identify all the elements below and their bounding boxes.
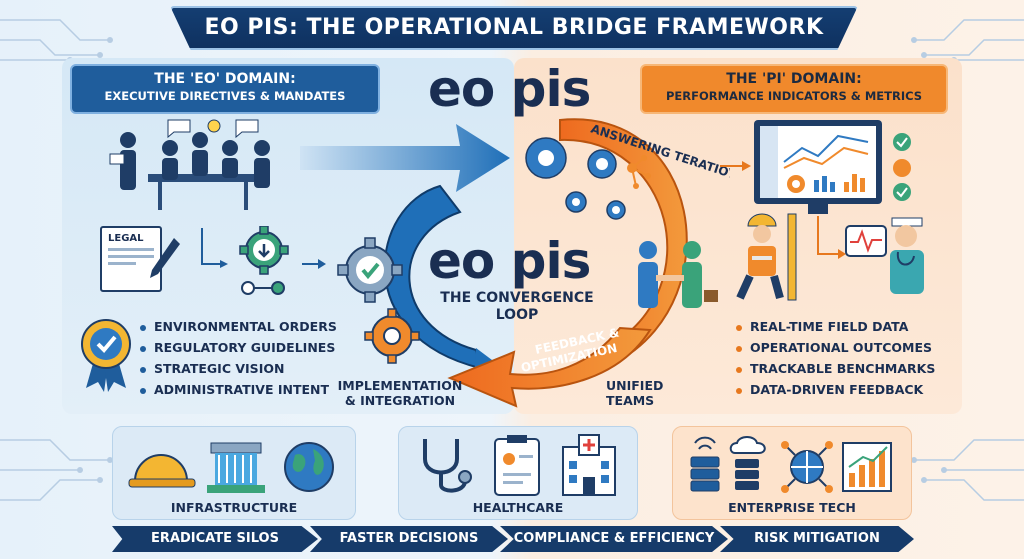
- unified-line-2: TEAMS: [606, 393, 655, 408]
- page-title: EO PIS: THE OPERATIONAL BRIDGE FRAMEWORK: [170, 6, 858, 50]
- eo-domain-subtitle: EXECUTIVE DIRECTIVES & MANDATES: [104, 88, 346, 103]
- footer-step-compliance-efficiency: COMPLIANCE & EFFICIENCY: [500, 526, 728, 552]
- pen-icon: [150, 238, 180, 278]
- list-item: STRATEGIC VISION: [140, 358, 337, 379]
- list-item: ENVIRONMENTAL ORDERS: [140, 316, 337, 337]
- convergence-line-2: LOOP: [495, 306, 539, 323]
- list-item: DATA-DRIVEN FEEDBACK: [736, 379, 935, 400]
- workflow-gear-icon: [239, 226, 289, 295]
- sector-label: ENTERPRISE TECH: [728, 500, 856, 515]
- dashboard-monitor-icon: [754, 120, 882, 214]
- eo-domain-header: THE 'EO' DOMAIN: EXECUTIVE DIRECTIVES & …: [70, 64, 380, 114]
- server-icon: [690, 436, 766, 492]
- sector-enterprise-tech: ENTERPRISE TECH: [672, 426, 912, 520]
- hospital-icon: [562, 434, 616, 496]
- list-item: OPERATIONAL OUTCOMES: [736, 337, 935, 358]
- list-item-label: ENVIRONMENTAL ORDERS: [154, 319, 337, 334]
- field-worker-icon: [736, 213, 797, 301]
- list-item-label: DATA-DRIVEN FEEDBACK: [750, 382, 924, 397]
- clipboard-icon: [494, 435, 540, 496]
- dam-icon: [207, 442, 265, 493]
- handshake-team-icon: [638, 241, 718, 308]
- footer-step-faster-decisions: FASTER DECISIONS: [310, 526, 508, 552]
- pi-domain-subtitle: PERFORMANCE INDICATORS & METRICS: [665, 88, 923, 103]
- list-item-label: REGULATORY GUIDELINES: [154, 340, 336, 355]
- check-gear-icon: [337, 237, 403, 303]
- arrow-down-right-icon: [201, 228, 228, 268]
- chart-icon: [842, 442, 892, 492]
- footer-step-risk-mitigation: RISK MITIGATION: [720, 526, 914, 552]
- unified-teams-label: UNIFIED TEAMS: [606, 378, 716, 408]
- implementation-line-2: & INTEGRATION: [344, 393, 456, 408]
- globe-icon: [284, 442, 334, 492]
- convergence-line-1: THE CONVERGENCE: [440, 290, 594, 306]
- pi-domain-header: THE 'PI' DOMAIN: PERFORMANCE INDICATORS …: [640, 64, 948, 114]
- implementation-label: IMPLEMENTATION & INTEGRATION: [330, 378, 470, 408]
- convergence-loop-label: THE CONVERGENCE LOOP: [422, 290, 612, 324]
- sector-healthcare: HEALTHCARE: [398, 426, 638, 520]
- list-item: TRACKABLE BENCHMARKS: [736, 358, 935, 379]
- award-badge-icon: [81, 319, 131, 392]
- eo-domain-list: ENVIRONMENTAL ORDERS REGULATORY GUIDELIN…: [140, 316, 337, 400]
- network-icon: [781, 441, 833, 493]
- eo-pis-logo-center: eo pis: [428, 232, 591, 290]
- status-checks-icon: [893, 133, 911, 201]
- pi-domain-list: REAL-TIME FIELD DATA OPERATIONAL OUTCOME…: [736, 316, 935, 400]
- healthcare-worker-icon: [845, 217, 924, 294]
- sector-label: HEALTHCARE: [472, 500, 564, 515]
- eo-domain-title: THE 'EO' DOMAIN:: [154, 71, 296, 87]
- arrow-right-small-icon: [302, 259, 326, 269]
- hard-hat-icon: [128, 454, 196, 488]
- list-item-label: TRACKABLE BENCHMARKS: [750, 361, 936, 376]
- arrow-to-dashboard-icon: [720, 161, 751, 171]
- orange-arrow-bottom: [447, 326, 652, 408]
- legal-document-label: LEGAL: [108, 233, 144, 244]
- pi-domain-title: THE 'PI' DOMAIN:: [726, 71, 862, 87]
- list-item-label: REAL-TIME FIELD DATA: [750, 319, 909, 334]
- eo-pis-logo-top: eo pis: [428, 60, 591, 118]
- implementation-line-1: IMPLEMENTATION: [337, 378, 463, 393]
- blue-arrow-top: [300, 124, 510, 192]
- unified-line-1: UNIFIED: [606, 378, 664, 393]
- circuit-decoration-right: [911, 19, 1024, 501]
- pi-domain-panel: [514, 58, 962, 414]
- list-item-label: STRATEGIC VISION: [154, 361, 285, 376]
- list-item-label: ADMINISTRATIVE INTENT: [154, 382, 330, 397]
- list-item: REGULATORY GUIDELINES: [140, 337, 337, 358]
- arrow-down-right-pi-icon: [817, 216, 846, 259]
- gear-cluster-icon: [525, 137, 651, 220]
- list-item: ADMINISTRATIVE INTENT: [140, 379, 337, 400]
- legal-document-icon: LEGAL: [100, 226, 162, 292]
- sector-label: INFRASTRUCTURE: [170, 500, 298, 515]
- meeting-team-icon: [109, 119, 270, 210]
- sector-infrastructure: INFRASTRUCTURE: [112, 426, 356, 520]
- orange-gear-icon: [364, 308, 420, 364]
- list-item-label: OPERATIONAL OUTCOMES: [750, 340, 932, 355]
- footer-step-eradicate-silos: ERADICATE SILOS: [112, 526, 318, 552]
- circuit-decoration-left: [0, 19, 113, 501]
- list-item: REAL-TIME FIELD DATA: [736, 316, 935, 337]
- stethoscope-icon: [423, 439, 472, 493]
